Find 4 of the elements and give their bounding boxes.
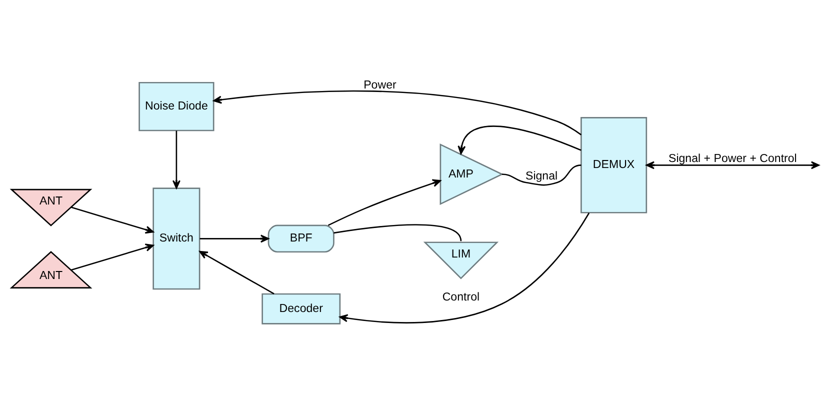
edge-label: Signal (526, 170, 558, 182)
edge-label: Control (442, 292, 480, 304)
edge-label: Power (364, 80, 396, 92)
edge-label: Signal + Power + Control (668, 153, 797, 166)
